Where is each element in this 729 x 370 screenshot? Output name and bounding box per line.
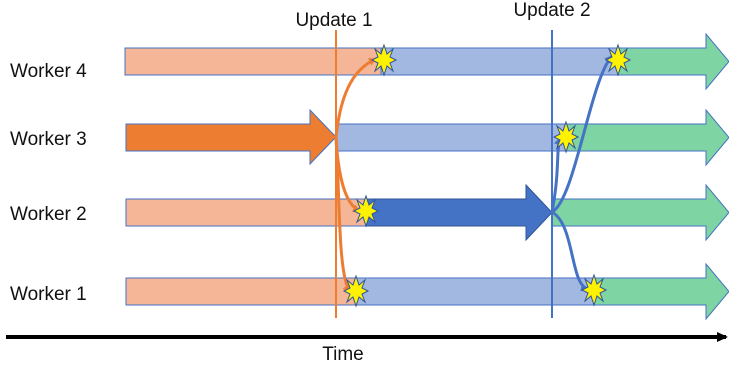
worker-3-phase-2-bar [335,123,567,152]
worker-4-phase-2-bar [380,47,619,76]
worker-1-phase-3-arrow [593,262,729,321]
update-2-label: Update 2 [513,0,590,21]
update-2-to-worker-1-arrow [551,210,589,292]
worker-2-lane [125,183,729,242]
update-2-to-worker-4-arrow [551,54,614,214]
worker-3-phase-3-arrow [565,108,729,167]
worker-1-phase-1-bar [125,277,357,306]
worker-2-phase-3-arrow [551,183,729,242]
worker-4-phase-3-arrow [617,32,729,91]
update-1-propagation [334,57,377,293]
update-1-label: Update 1 [295,10,372,31]
worker-3-phase-1-arrow [125,108,337,166]
starburst-icon [580,273,608,307]
worker-2-phase-1-bar [125,198,367,227]
update-1-to-worker-1-arrow [334,136,352,293]
update-2-propagation [550,54,614,292]
worker-3-lane [125,108,729,167]
worker-4-lane [124,32,729,91]
sync-markers [342,43,632,308]
starburst-icon [604,43,632,77]
worker-3-label: Worker 3 [10,129,87,150]
worker-1-label: Worker 1 [10,284,87,305]
worker-1-lane [125,262,729,321]
starburst-icon [352,194,380,228]
time-axis-label: Time [322,344,364,365]
worker-4-phase-1-bar [124,47,382,76]
worker-4-label: Worker 4 [10,61,87,82]
worker-2-phase-2-arrow [365,183,553,242]
starburst-icon [342,274,370,308]
update-1-to-worker-4-arrow [334,57,377,138]
starburst-icon [370,43,398,77]
starburst-icon [552,120,580,154]
worker-2-label: Worker 2 [10,204,87,225]
worker-1-phase-2-bar [355,277,595,306]
